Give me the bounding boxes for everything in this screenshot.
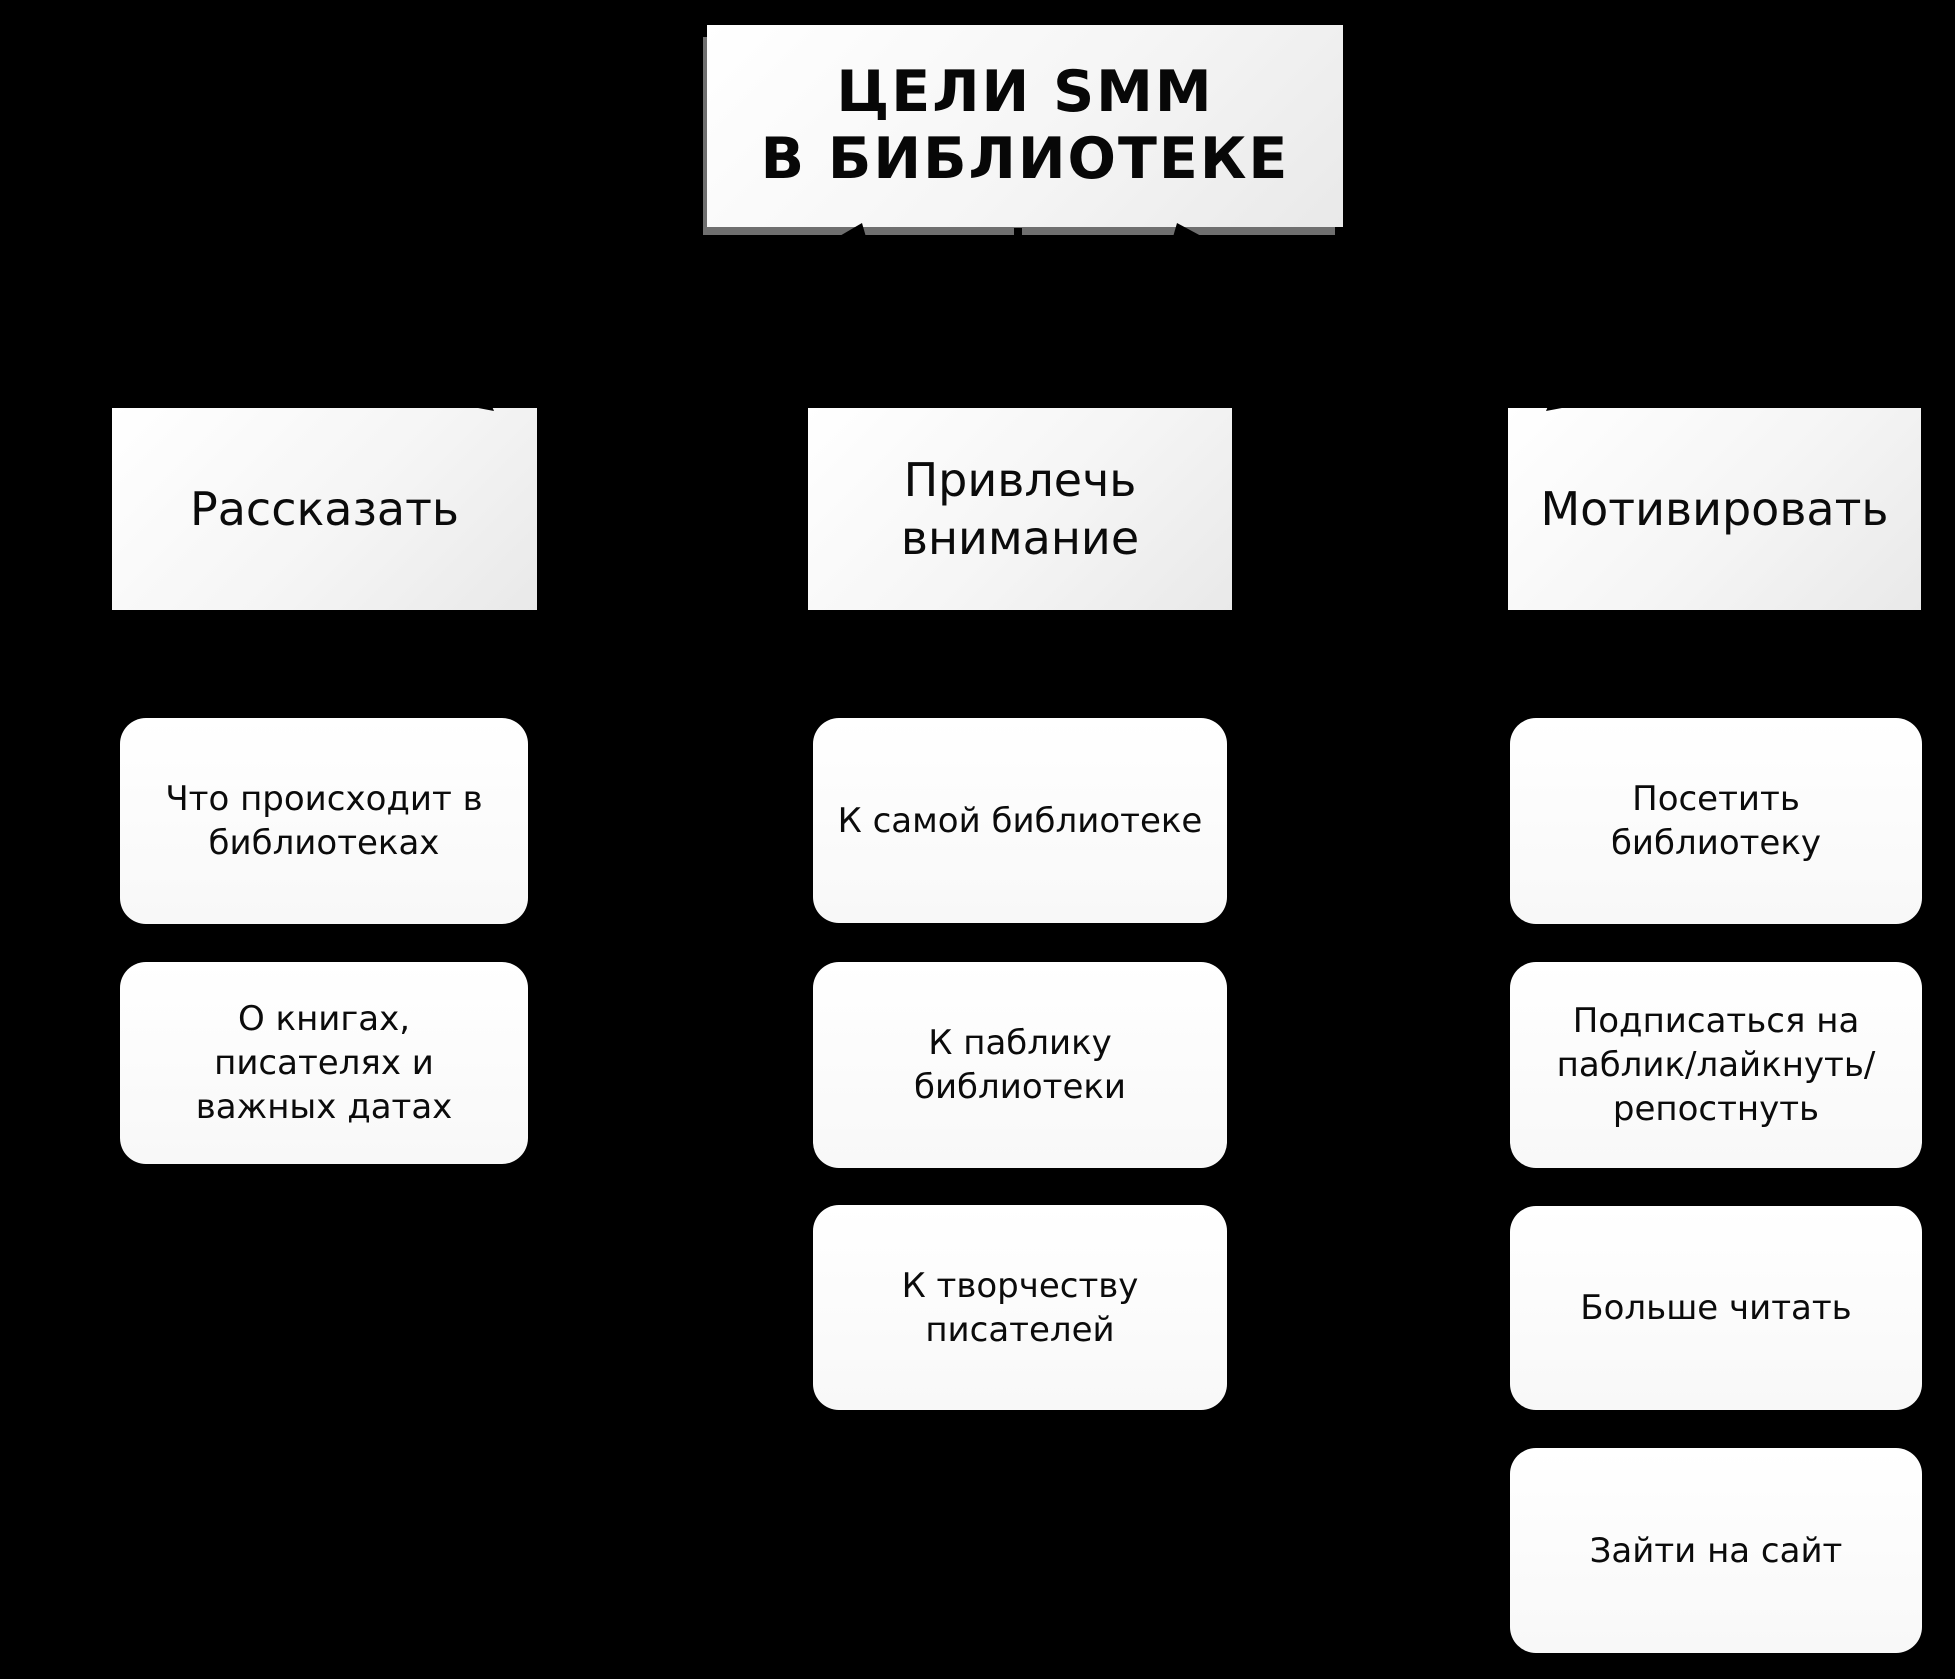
item-label: Зайти на сайт — [1589, 1530, 1843, 1571]
item-box-subscribe-like-repost: Подписаться на паблик/лайкнуть/ репостну… — [1510, 962, 1922, 1168]
item-box-to-library-public: К паблику библиотеки — [813, 962, 1227, 1168]
category-box-motivate: Мотивировать — [1499, 400, 1930, 610]
title-box: ЦЕЛИ SMM В БИБЛИОТЕКЕ — [698, 17, 1352, 227]
diagram-title: ЦЕЛИ SMM В БИБЛИОТЕКЕ — [760, 59, 1290, 192]
category-box-tell: Рассказать — [103, 400, 546, 610]
category-box-attract-attention: Привлечь внимание — [799, 400, 1241, 610]
item-box-visit-site: Зайти на сайт — [1510, 1448, 1922, 1653]
item-label: К паблику библиотеки — [913, 1023, 1127, 1107]
connector-stub-attract-box — [1015, 388, 1021, 407]
item-box-whats-happening: Что происходит в библиотеках — [120, 718, 528, 924]
item-box-to-writers-works: К творчеству писателей — [813, 1205, 1227, 1410]
item-box-visit-library: Посетить библиотеку — [1510, 718, 1922, 924]
item-label: К творчеству писателей — [901, 1265, 1139, 1350]
item-box-about-books: О книгах, писателях и важных датах — [120, 962, 528, 1164]
item-label: Что происходит в библиотеках — [165, 779, 483, 863]
item-label: Посетить библиотеку — [1610, 779, 1822, 863]
category-label-attract-attention: Привлечь внимание — [900, 453, 1140, 565]
connector-stub-title-center — [1014, 228, 1022, 242]
item-label: О книгах, писателях и важных датах — [195, 999, 453, 1127]
item-box-read-more: Больше читать — [1510, 1206, 1922, 1410]
item-box-to-library-itself: К самой библиотеке — [813, 718, 1227, 923]
item-label: К самой библиотеке — [837, 800, 1203, 841]
item-label: Подписаться на паблик/лайкнуть/ репостну… — [1556, 1001, 1876, 1129]
item-label: Больше читать — [1580, 1288, 1852, 1328]
category-label-tell: Рассказать — [189, 482, 460, 536]
category-label-motivate: Мотивировать — [1540, 482, 1889, 536]
